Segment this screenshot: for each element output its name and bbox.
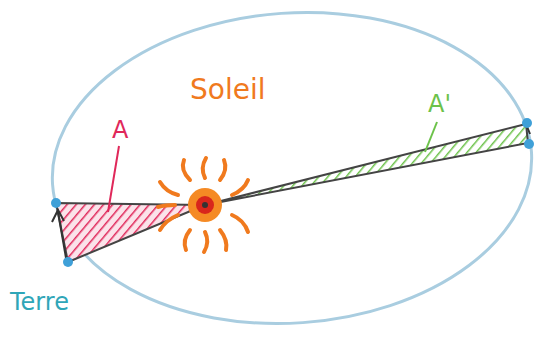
earth-dot <box>522 118 532 128</box>
area-label: A' <box>428 92 451 116</box>
sun <box>158 158 248 252</box>
area-label: A <box>112 118 128 142</box>
area-a-prime <box>205 124 528 205</box>
earth-dot <box>63 257 73 267</box>
area-a <box>56 203 205 262</box>
leader-line <box>425 122 437 152</box>
earth-label: Terre <box>10 290 69 314</box>
earth-dot <box>524 139 534 149</box>
orbit <box>42 0 537 339</box>
sun-label: Soleil <box>190 76 265 104</box>
focus-dot <box>202 202 208 208</box>
leader-line <box>108 146 119 212</box>
arrowhead <box>52 210 64 222</box>
earth-dot <box>51 198 61 208</box>
sun-disc <box>188 188 222 222</box>
sun-core <box>196 196 214 214</box>
